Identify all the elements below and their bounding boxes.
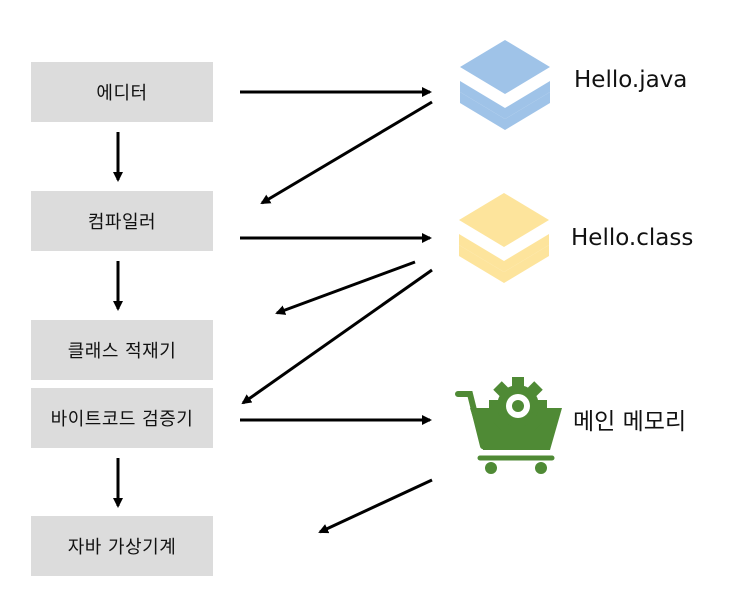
step-compiler: 컴파일러 <box>31 191 213 251</box>
main-memory-label: 메인 메모리 <box>573 409 687 435</box>
arrow-memory-to-jvm <box>318 478 433 534</box>
step-class-loader-label: 클래스 적재기 <box>67 341 177 362</box>
step-editor-label: 에디터 <box>96 83 148 104</box>
step-jvm-label: 자바 가상기계 <box>67 537 177 558</box>
arrow-class-to-loader <box>275 260 416 315</box>
hello-java-stack-icon <box>460 40 550 130</box>
step-bytecode-verifier: 바이트코드 검증기 <box>31 388 213 448</box>
hello-class-label: Hello.class <box>571 225 694 251</box>
cart-gear-icon <box>455 377 562 474</box>
step-bytecode-verifier-label: 바이트코드 검증기 <box>50 409 194 430</box>
arrow-java-to-compiler <box>260 100 433 205</box>
step-class-loader: 클래스 적재기 <box>31 320 213 380</box>
step-jvm: 자바 가상기계 <box>31 516 213 576</box>
step-editor: 에디터 <box>31 62 213 122</box>
step-compiler-label: 컴파일러 <box>87 212 157 233</box>
hello-java-label: Hello.java <box>574 67 688 93</box>
hello-class-stack-icon <box>459 193 549 283</box>
arrow-class-to-verifier <box>241 268 433 405</box>
